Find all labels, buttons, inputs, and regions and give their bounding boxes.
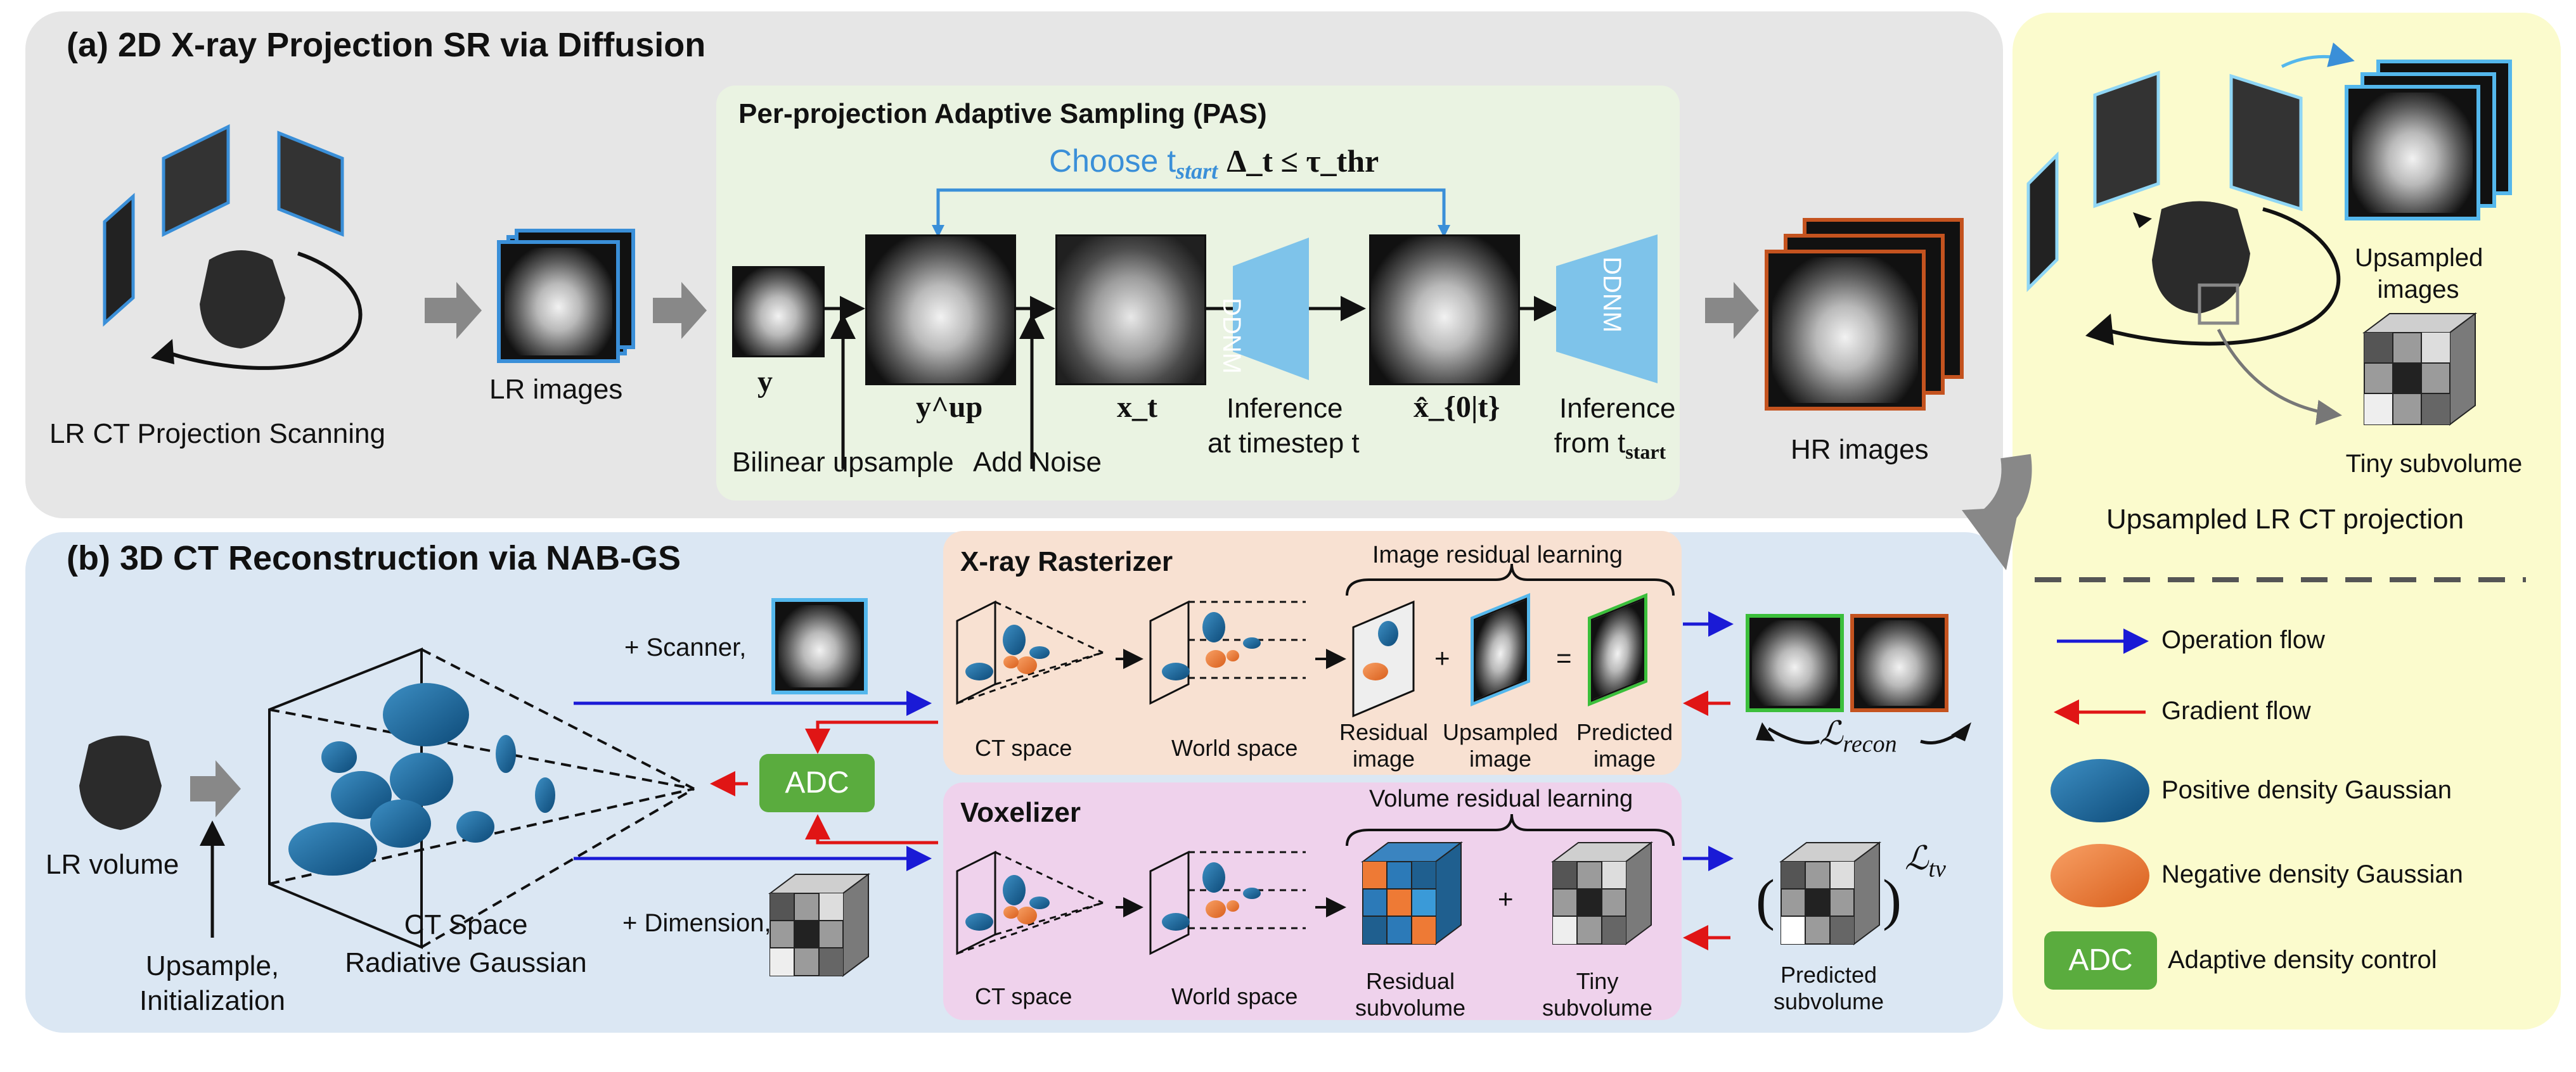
scanner-label: + Scanner,: [624, 634, 747, 661]
legend-adc-badge: ADC: [2044, 931, 2157, 990]
legend-adaptive-density-control: Adaptive density control: [2168, 946, 2437, 974]
y-image: [732, 266, 825, 357]
dimension-label: + Dimension,: [622, 909, 771, 937]
adc-box: ADC: [759, 754, 875, 812]
inference-1-line-1: Inference: [1227, 393, 1343, 424]
voxelizer-title: Voxelizer: [960, 797, 1081, 828]
svg-text:): ): [1883, 869, 1902, 931]
y-label: y: [757, 365, 773, 399]
x0-image: [1369, 234, 1520, 385]
legend-operation-flow: Operation flow: [2161, 626, 2325, 654]
rast-world-space-label: World space: [1171, 735, 1298, 761]
panel-a-title: (a) 2D X-ray Projection SR via Diffusion: [67, 26, 706, 64]
x0-label: x̂_{0|t}: [1414, 390, 1500, 424]
xt-label: x_t: [1117, 390, 1157, 424]
upsampled-images-label-2: images: [2377, 276, 2459, 303]
inference-2-sub: start: [1625, 440, 1666, 463]
ct-space-label-1: CT Space: [404, 909, 528, 940]
rasterizer-title: X-ray Rasterizer: [960, 546, 1173, 577]
ddnm-1-label: DDNM: [1218, 298, 1246, 374]
ct-space-label-2: Radiative Gaussian: [345, 947, 587, 978]
recon-loss-sub: recon: [1843, 731, 1897, 758]
residual-subvolume-cube: [1361, 841, 1463, 945]
tv-loss: ℒtv: [1905, 839, 1946, 883]
noise-label: Add Noise: [973, 447, 1102, 478]
recon-loss: ℒrecon: [1819, 715, 1897, 758]
tv-loss-symbol: ℒ: [1905, 841, 1929, 877]
rast-plus: +: [1434, 643, 1450, 673]
svg-text:(: (: [1756, 869, 1775, 931]
choose-text: Choose t: [1049, 143, 1176, 179]
upsample-label-1: Upsample,: [145, 950, 280, 981]
voxelizer-ct-space: [956, 850, 1143, 955]
hr-image-recon: [1850, 614, 1948, 712]
tiny-subvolume-cube-c: [2362, 312, 2477, 426]
tiny-subvolume-label-b: Tiny subvolume: [1542, 968, 1653, 1021]
residual-subvolume-label: Residual subvolume: [1355, 968, 1466, 1021]
image-residual-label: Image residual learning: [1372, 542, 1623, 568]
inference-2-line-2: from tstart: [1543, 428, 1677, 464]
tv-loss-sub: tv: [1928, 855, 1946, 883]
upsampled-projection-illustration: [2026, 42, 2355, 425]
yup-label: y^up: [916, 390, 983, 424]
upsampled-images-label-1: Upsampled: [2355, 244, 2483, 272]
pas-title: Per-projection Adaptive Sampling (PAS): [738, 98, 1267, 129]
scan-label: LR CT Projection Scanning: [49, 418, 385, 449]
panel-b-title: (b) 3D CT Reconstruction via NAB-GS: [67, 539, 681, 577]
choose-label: Choose tstart Δ_t ≤ τ_thr: [1049, 143, 1379, 184]
inference-2-text: from t: [1554, 428, 1626, 459]
residual-image-label: Residual image: [1339, 719, 1429, 772]
predicted-subvolume-label: Predicted subvolume: [1773, 962, 1884, 1014]
vox-ct-space-label: CT space: [975, 983, 1072, 1009]
inference-2-line-1: Inference: [1559, 393, 1676, 424]
panel-c-caption: Upsampled LR CT projection: [2106, 504, 2464, 535]
lr-images-label: LR images: [489, 374, 623, 405]
rasterizer-box: [943, 531, 1682, 775]
vox-plus: +: [1498, 884, 1514, 914]
volume-residual-label: Volume residual learning: [1369, 786, 1633, 812]
hr-images-stack: [1765, 250, 1926, 411]
yup-image: [865, 234, 1016, 385]
upsample-label-2: Initialization: [139, 985, 285, 1016]
dimension-cube: [768, 873, 870, 977]
upsampled-images-stack: [2345, 85, 2480, 220]
inference-1-line-2: at timestep t: [1208, 428, 1360, 459]
predicted-image-label: Predicted image: [1576, 719, 1673, 772]
legend-gradient-flow: Gradient flow: [2161, 697, 2311, 725]
legend-positive-gaussian: Positive density Gaussian: [2161, 776, 2452, 804]
tiny-subvolume-cube-b: [1551, 841, 1653, 945]
choose-sub: start: [1176, 158, 1218, 184]
hr-images-label: HR images: [1791, 434, 1929, 465]
upsampled-image-label: Upsampled image: [1442, 719, 1559, 772]
recon-loss-symbol: ℒ: [1819, 716, 1843, 752]
scan-illustration: [103, 124, 363, 370]
vox-world-space-label: World space: [1171, 983, 1298, 1009]
predicted-subvolume-cube: [1779, 841, 1881, 945]
rast-equals: =: [1556, 643, 1572, 673]
rasterizer-world-space: [1149, 600, 1346, 705]
choose-cond: Δ_t ≤ τ_thr: [1227, 143, 1379, 179]
lr-volume-label: LR volume: [46, 849, 179, 880]
tiny-subvolume-label-c: Tiny subvolume: [2345, 450, 2523, 478]
legend-negative-gaussian: Negative density Gaussian: [2161, 860, 2463, 888]
scanner-image: [771, 598, 868, 694]
predicted-image-recon: [1746, 614, 1844, 712]
positive-gaussians: [288, 683, 555, 876]
ddnm-2-label: DDNM: [1598, 257, 1626, 333]
voxelizer-world-space: [1149, 850, 1346, 955]
rasterizer-ct-space: [956, 600, 1143, 705]
lr-images-stack: [497, 240, 620, 363]
rast-ct-space-label: CT space: [975, 735, 1072, 761]
xt-image: [1055, 234, 1206, 385]
bilinear-label: Bilinear upsample: [732, 447, 954, 478]
